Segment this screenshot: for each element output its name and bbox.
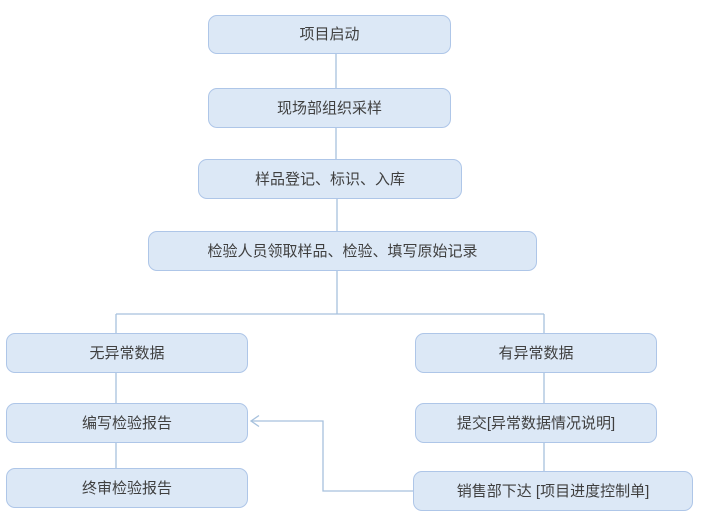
node-label: 现场部组织采样 [276,99,382,117]
node-label: 有异常数据 [498,344,574,362]
feedback-line-sales-to-write [252,420,413,492]
node-label: 样品登记、标识、入库 [254,170,405,188]
feedback-arrowhead-icon [249,414,260,428]
node-label: 项目启动 [299,26,360,43]
node-final-review-report: 终审检验报告 [6,468,248,508]
node-write-report: 编写检验报告 [6,403,248,443]
node-sales-progress-control: 销售部下达 [项目进度控制单] [413,471,693,511]
node-label: 检验人员领取样品、检验、填写原始记录 [207,242,478,260]
node-project-start: 项目启动 [208,15,451,54]
node-inspection-record: 检验人员领取样品、检验、填写原始记录 [148,231,537,271]
node-abnormal-data: 有异常数据 [415,333,657,373]
node-label: 提交[异常数据情况说明] [456,414,616,432]
node-label: 销售部下达 [项目进度控制单] [456,482,650,500]
node-submit-abnormal-note: 提交[异常数据情况说明] [415,403,657,443]
node-no-abnormal-data: 无异常数据 [6,333,248,373]
node-label: 终审检验报告 [81,479,172,497]
node-label: 编写检验报告 [81,414,172,432]
node-field-sampling: 现场部组织采样 [208,88,451,128]
node-sample-register: 样品登记、标识、入库 [198,159,462,199]
node-label: 无异常数据 [89,344,165,362]
